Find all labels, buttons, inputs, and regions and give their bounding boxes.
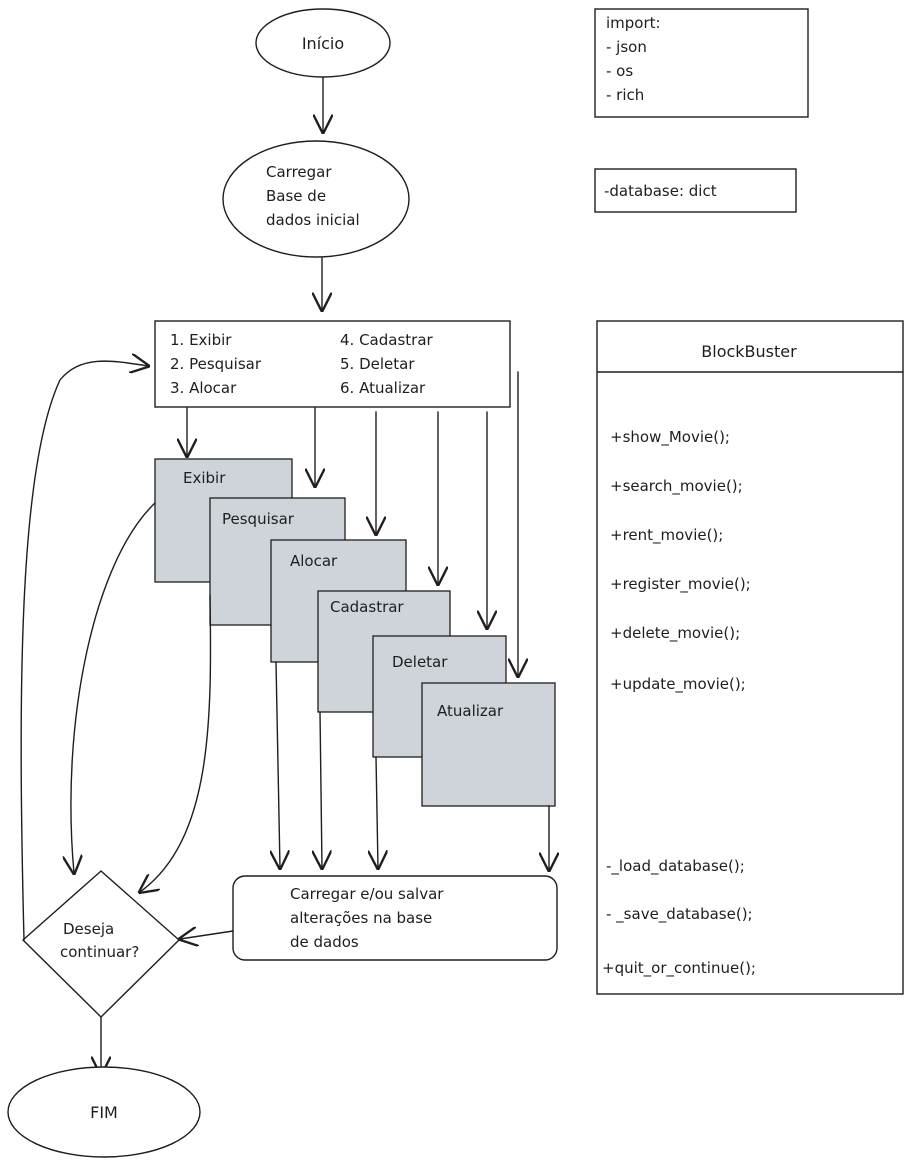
class-title: BlockBuster bbox=[701, 342, 797, 361]
save-database-node: Carregar e/ou salvar alterações na base … bbox=[232, 875, 558, 961]
arrow-cadastrar-to-save bbox=[320, 711, 322, 868]
menu-box: 1. Exibir 2. Pesquisar 3. Alocar 4. Cada… bbox=[154, 320, 511, 408]
end-label: FIM bbox=[90, 1103, 118, 1122]
action-alocar-label: Alocar bbox=[290, 552, 338, 570]
menu-item-2: 2. Pesquisar bbox=[170, 355, 262, 373]
class-box: BlockBuster +show_Movie(); +search_movie… bbox=[596, 320, 904, 995]
arrow-save-to-decision bbox=[180, 931, 234, 939]
menu-item-4: 4. Cadastrar bbox=[340, 331, 434, 349]
menu-item-5: 5. Deletar bbox=[340, 355, 415, 373]
attribute-box: -database: dict bbox=[594, 168, 797, 213]
load-database-node: Carregar Base de dados inicial bbox=[222, 140, 410, 258]
decision-label-line-2: continuar? bbox=[60, 943, 139, 961]
attribute-line: -database: dict bbox=[604, 182, 717, 200]
action-cadastrar-label: Cadastrar bbox=[330, 598, 404, 616]
decision-node: Deseja continuar? bbox=[21, 870, 181, 1018]
arrow-deletar-to-save bbox=[376, 756, 378, 868]
menu-item-1: 1. Exibir bbox=[170, 331, 232, 349]
imports-box: import: - json - os - rich bbox=[594, 8, 809, 118]
imports-line-3: - os bbox=[606, 62, 633, 80]
save-label-line-2: alterações na base bbox=[290, 909, 432, 927]
action-deletar-label: Deletar bbox=[392, 653, 448, 671]
imports-line-1: import: bbox=[606, 14, 661, 32]
action-exibir-label: Exibir bbox=[183, 469, 226, 487]
action-atualizar: Atualizar bbox=[421, 682, 556, 807]
arrow-exibir-to-decision bbox=[71, 502, 156, 873]
arrow-pesquisar-to-decision bbox=[140, 594, 212, 892]
action-atualizar-label: Atualizar bbox=[437, 702, 504, 720]
arrow-alocar-to-save bbox=[276, 661, 280, 868]
decision-label-line-1: Deseja bbox=[63, 920, 114, 938]
private-method-1: -_load_database(); bbox=[606, 857, 745, 876]
load-label-line-2: Base de bbox=[266, 187, 326, 205]
imports-line-4: - rich bbox=[606, 86, 644, 104]
save-label-line-3: de dados bbox=[290, 933, 359, 951]
menu-item-3: 3. Alocar bbox=[170, 379, 237, 397]
method-4: +register_movie(); bbox=[610, 575, 751, 594]
action-pesquisar-label: Pesquisar bbox=[222, 510, 295, 528]
method-1: +show_Movie(); bbox=[610, 428, 730, 447]
method-2: +search_movie(); bbox=[610, 477, 743, 496]
start-label: Início bbox=[302, 34, 344, 53]
save-label-line-1: Carregar e/ou salvar bbox=[290, 885, 444, 903]
start-node: Início bbox=[255, 8, 391, 78]
method-3: +rent_movie(); bbox=[610, 526, 723, 545]
load-label-line-3: dados inicial bbox=[266, 211, 360, 229]
imports-line-2: - json bbox=[606, 38, 647, 56]
private-method-3: +quit_or_continue(); bbox=[602, 959, 756, 978]
arrow-decision-loop-to-menu bbox=[20, 361, 148, 941]
load-label-line-1: Carregar bbox=[266, 163, 332, 181]
private-method-2: - _save_database(); bbox=[606, 905, 753, 924]
method-5: +delete_movie(); bbox=[610, 624, 740, 643]
end-node: FIM bbox=[7, 1066, 201, 1158]
menu-item-6: 6. Atualizar bbox=[340, 379, 426, 397]
method-6: +update_movie(); bbox=[610, 675, 746, 694]
